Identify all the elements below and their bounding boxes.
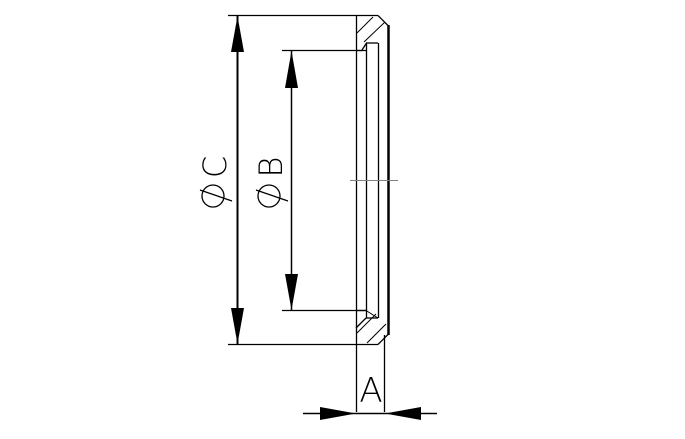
arrowhead-icon: [285, 274, 298, 310]
dimension-a: [303, 407, 437, 420]
dimension-label-c: C: [196, 155, 234, 179]
dimension-b: [285, 51, 298, 310]
diameter-symbol-c-icon: [199, 184, 233, 208]
dimension-label-b: B: [252, 156, 290, 178]
arrowhead-icon: [285, 51, 298, 88]
arrowhead-icon: [231, 16, 244, 52]
part-section: [355, 15, 390, 412]
dimension-label-a: A: [359, 371, 383, 411]
dimension-c: [231, 16, 244, 344]
diameter-symbol-b-icon: [255, 184, 289, 208]
arrowhead-icon: [385, 407, 421, 420]
arrowhead-icon: [231, 308, 244, 344]
arrowhead-icon: [320, 407, 356, 420]
